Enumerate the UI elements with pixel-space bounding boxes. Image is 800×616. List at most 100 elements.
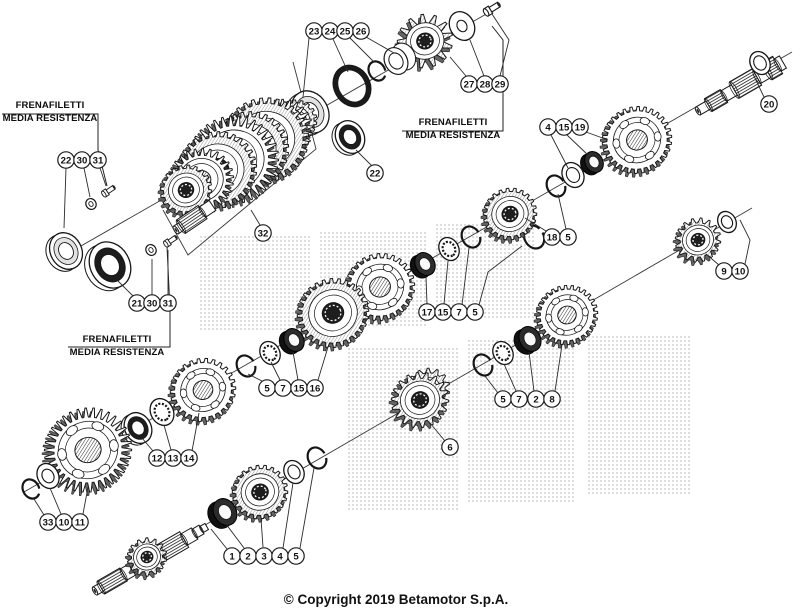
callout-number: 27 (464, 79, 475, 90)
callout-number: 17 (422, 307, 433, 318)
gear-part (533, 284, 599, 349)
callout-30: 30 (73, 151, 91, 169)
part (513, 326, 542, 355)
callout-leader-line (33, 498, 45, 516)
callout-number: 18 (547, 232, 558, 243)
part (472, 353, 494, 377)
part (306, 446, 328, 470)
callout-leader-line (210, 528, 228, 550)
callout-leader-line (355, 149, 373, 167)
bolt-part (482, 1, 502, 17)
callout-26: 26 (352, 22, 370, 40)
callout-number: 3 (261, 551, 266, 562)
callout-leader-line (557, 193, 567, 230)
callout-number: 31 (163, 298, 174, 309)
callout-23: 23 (305, 22, 323, 40)
gear-part (480, 187, 538, 244)
callout-11: 11 (71, 513, 89, 531)
callout-number: 5 (500, 394, 506, 405)
callout-17: 17 (418, 303, 436, 321)
callout-leader-line (225, 523, 245, 549)
callout-number: 29 (495, 79, 506, 90)
callout-leader-line (524, 217, 547, 232)
callout-22: 22 (57, 151, 75, 169)
part (21, 478, 41, 500)
label-line-2: MEDIA RESISTENZA (2, 113, 98, 124)
label-line-1: FRENAFILETTI (15, 100, 85, 111)
callout-28: 28 (476, 75, 494, 93)
callout-16: 16 (306, 379, 324, 397)
part (409, 252, 436, 279)
part (749, 50, 771, 76)
callout-22: 22 (366, 164, 384, 182)
callout-leader-line (191, 412, 200, 452)
callout-leader-line (299, 467, 315, 549)
callout-4: 4 (271, 547, 289, 565)
part (460, 225, 482, 249)
callout-31: 31 (159, 294, 177, 312)
callout-number: 2 (245, 551, 250, 562)
callout-20: 20 (760, 95, 778, 113)
copyright-notice: © Copyright 2019 Betamotor S.p.A. (283, 592, 509, 607)
callout-leader-line (550, 134, 569, 169)
callout-leader-line (461, 247, 470, 306)
watermark-dot-patch (346, 346, 458, 512)
part (438, 236, 460, 262)
callout-leader-line (117, 280, 134, 297)
part (85, 197, 97, 211)
callout-30: 30 (143, 294, 161, 312)
callout-number: 22 (370, 168, 381, 179)
callout-3: 3 (255, 547, 273, 565)
watermark-dot-patch (586, 334, 690, 496)
callout-7: 7 (510, 390, 528, 408)
callout-number: 4 (277, 551, 283, 562)
callout-32: 32 (254, 224, 272, 242)
callout-number: 13 (168, 453, 179, 464)
callout-number: 24 (325, 26, 336, 37)
callout-9: 9 (715, 262, 733, 280)
callout-number: 5 (264, 383, 270, 394)
callout-number: 5 (293, 551, 299, 562)
part (149, 397, 175, 427)
callout-leader-line (425, 276, 428, 305)
gear-part (599, 105, 673, 178)
part (259, 340, 281, 366)
callout-14: 14 (180, 449, 198, 467)
part (561, 161, 585, 189)
part (235, 354, 257, 378)
callout-7: 7 (274, 379, 292, 397)
parts-artwork (21, 1, 788, 596)
label-line-2: MEDIA RESISTENZA (405, 130, 501, 141)
callout-leader-line (429, 422, 446, 442)
callout-leader-line (739, 219, 751, 265)
callout-15: 15 (290, 379, 308, 397)
callout-number: 33 (43, 517, 54, 528)
callout-number: 20 (764, 99, 775, 110)
callout-31: 31 (89, 151, 107, 169)
callout-number: 10 (59, 517, 70, 528)
callout-7: 7 (450, 303, 468, 321)
callout-5: 5 (287, 547, 305, 565)
watermark-dot-patch (466, 340, 576, 504)
callout-33: 33 (39, 513, 57, 531)
callout-leader-line (292, 351, 299, 381)
callout-leader-line (317, 346, 329, 381)
callout-15: 15 (555, 118, 573, 136)
callout-number: 31 (93, 155, 104, 166)
callout-leader-line (484, 375, 499, 394)
callout-leader-line (83, 167, 91, 198)
callout-leader-line (282, 482, 294, 549)
callout-leader-line (99, 167, 107, 187)
callout-leader-line (250, 209, 261, 226)
callout-13: 13 (164, 449, 182, 467)
callout-number: 22 (61, 155, 72, 166)
callout-10: 10 (731, 262, 749, 280)
callout-number: 11 (75, 517, 86, 528)
callout-6: 6 (441, 438, 459, 456)
callout-leader-line (585, 131, 609, 141)
callout-19: 19 (571, 118, 589, 136)
label-leader-line (68, 245, 171, 348)
callout-leader-line (705, 253, 720, 266)
callout-leader-line (82, 486, 89, 515)
